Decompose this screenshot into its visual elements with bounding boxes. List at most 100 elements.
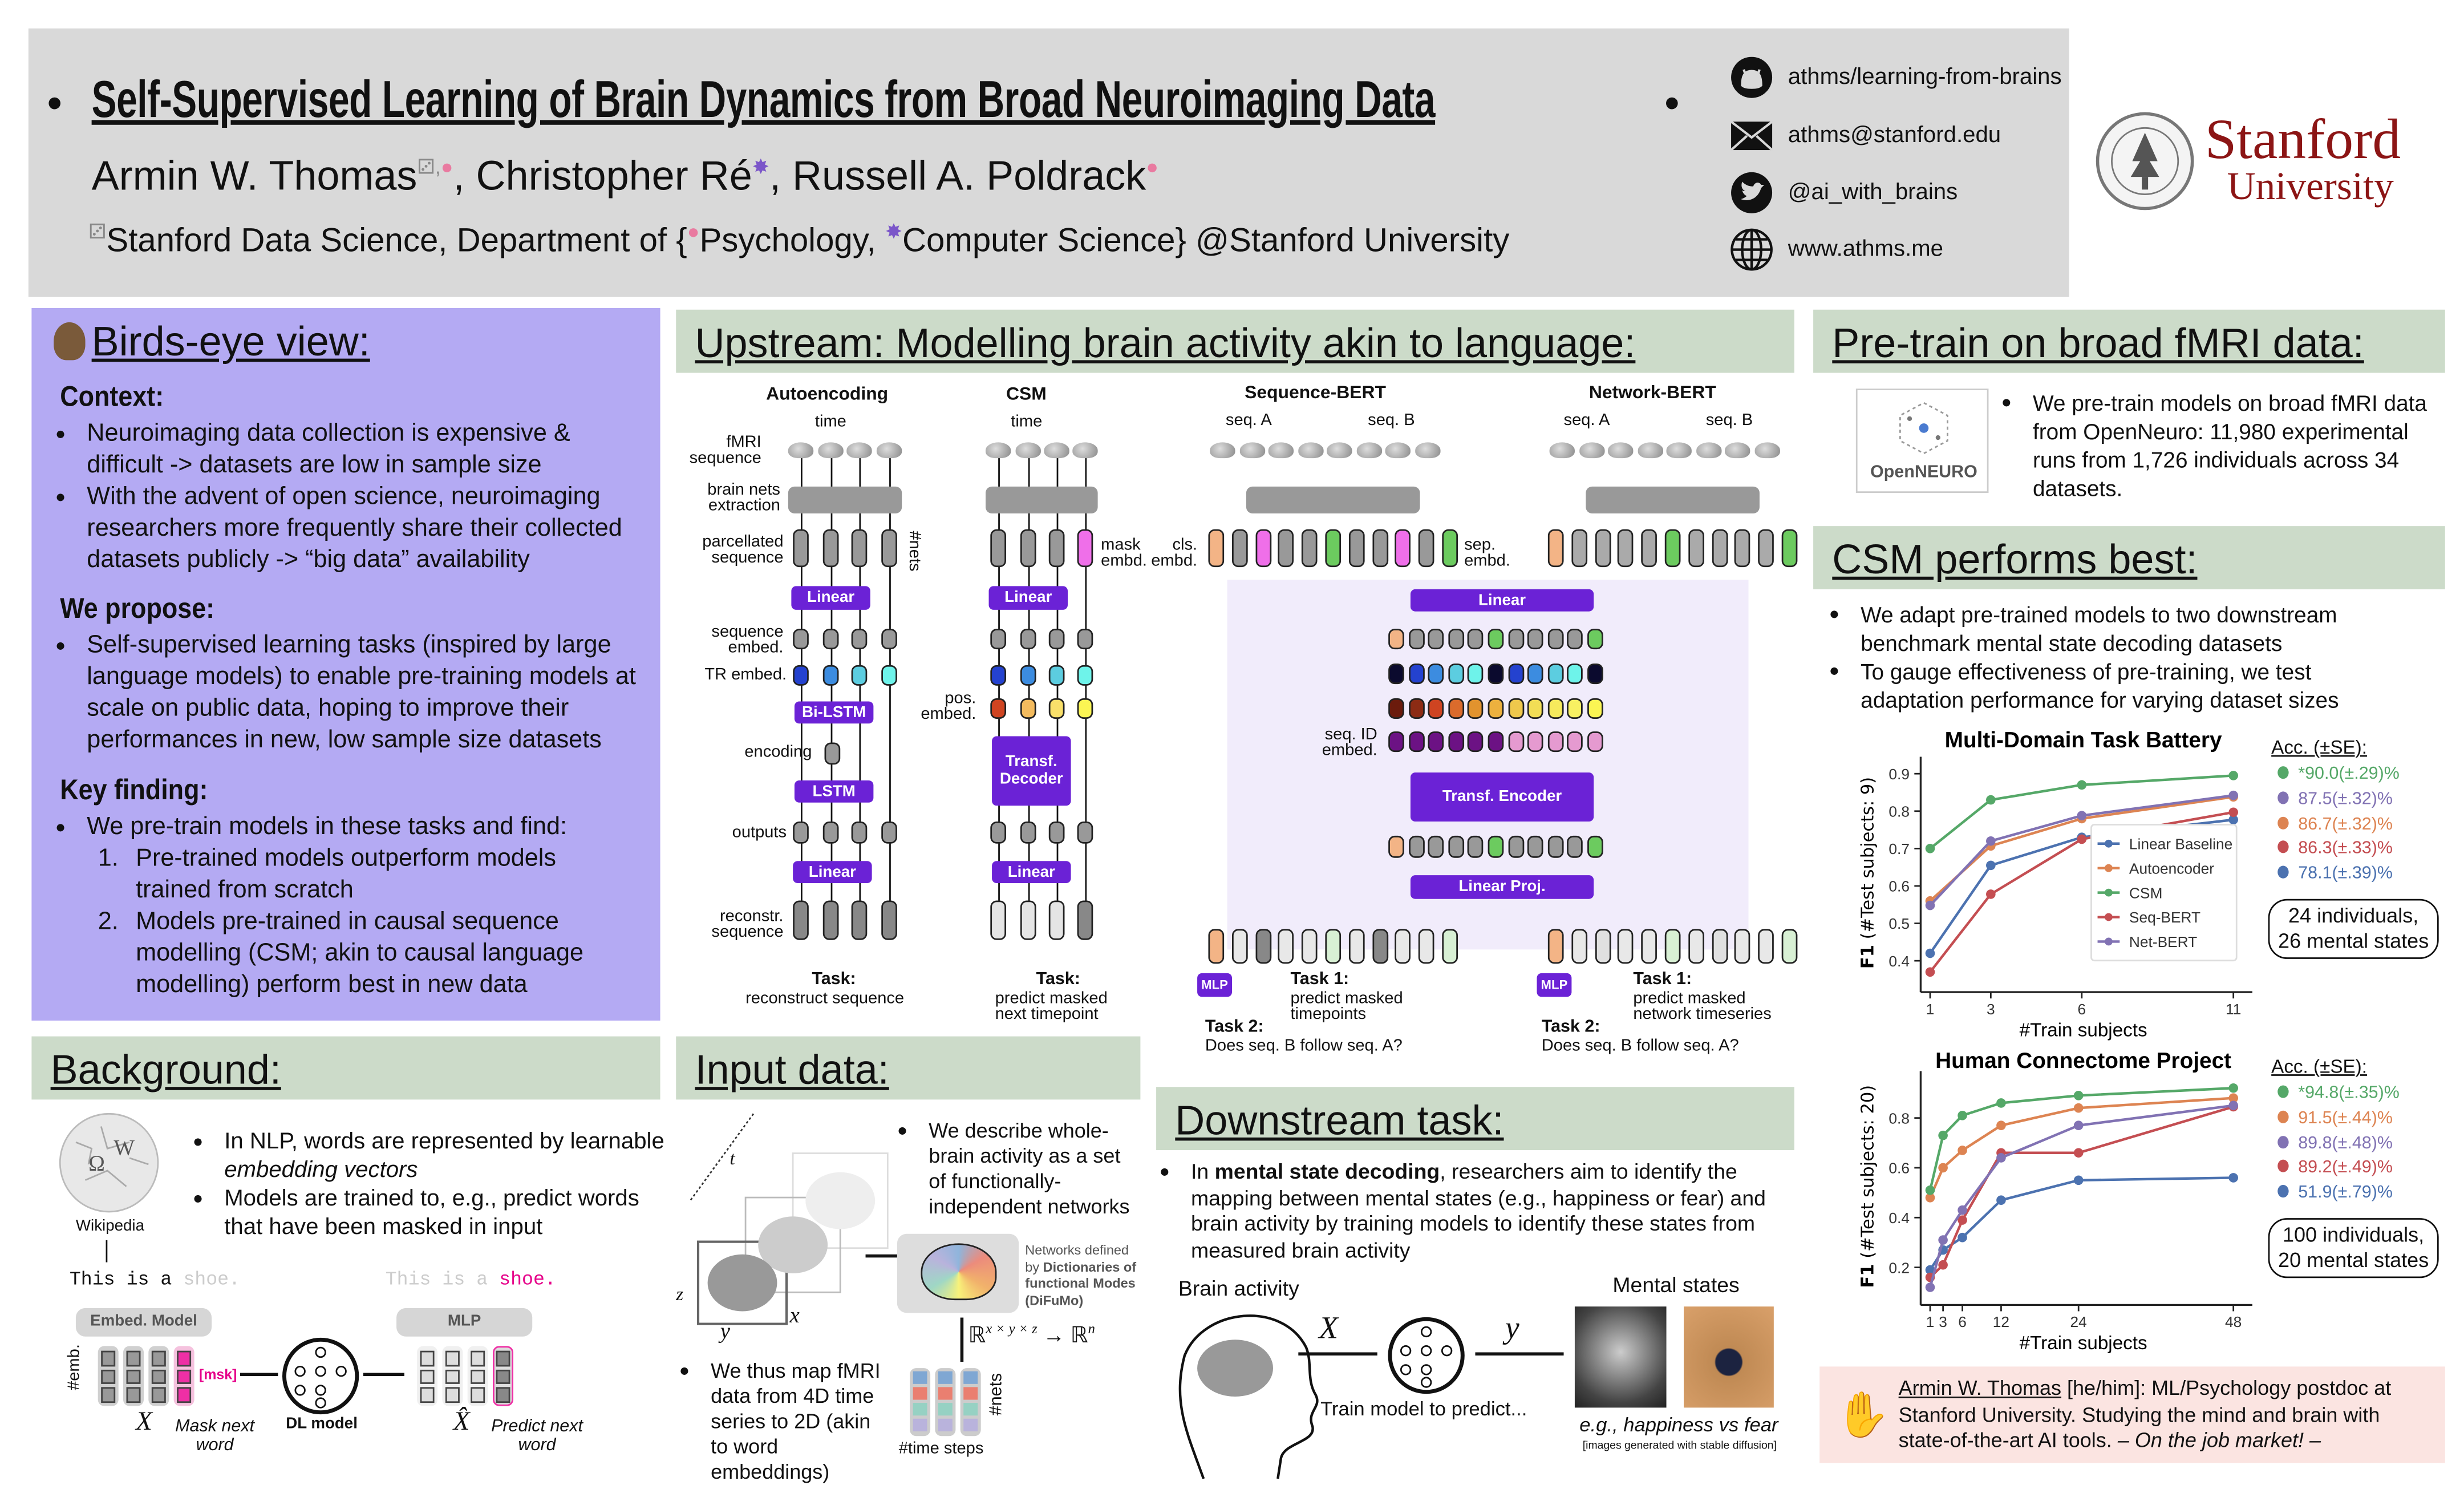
y-tick-label: 0.4 bbox=[1888, 953, 1910, 970]
sequence-embedding-token bbox=[1388, 629, 1404, 650]
embedding-cell bbox=[445, 1387, 460, 1402]
dice-icon: ⚂, bbox=[417, 155, 441, 179]
list-number: 1. bbox=[98, 845, 119, 872]
row-label: cls. embd. bbox=[1151, 535, 1198, 570]
context-bullet: Neuroimaging data collection is expensiv… bbox=[55, 419, 639, 482]
axis-t: t bbox=[730, 1147, 735, 1170]
accuracy-value: *90.0(±.29)% bbox=[2277, 764, 2400, 784]
finding-item: Models pre-trained in causal sequence mo… bbox=[136, 908, 584, 999]
embedding-cell bbox=[101, 1350, 116, 1366]
tr-embedding-token bbox=[1567, 663, 1583, 685]
accuracy-value: 89.8(±.48)% bbox=[2277, 1134, 2393, 1152]
output-token bbox=[1302, 929, 1318, 964]
accuracy-value: 86.3(±.33)% bbox=[2277, 840, 2393, 859]
x-tick-label: 6 bbox=[2078, 1001, 2086, 1018]
embedding-cell bbox=[151, 1350, 166, 1366]
contact-email[interactable]: athms@stanford.edu bbox=[1728, 112, 2001, 160]
time-label: time bbox=[814, 412, 846, 431]
data-point bbox=[1925, 967, 1935, 977]
contact-text[interactable]: www.athms.me bbox=[1788, 237, 1944, 262]
sequence-embedding-token bbox=[822, 629, 839, 650]
input-token bbox=[1594, 529, 1611, 568]
output-token bbox=[1077, 821, 1093, 844]
x-tick-label: 11 bbox=[2226, 1001, 2241, 1018]
row-label: sep. embd. bbox=[1464, 535, 1510, 570]
legend-label: Net-BERT bbox=[2129, 933, 2197, 950]
accuracy-value: 89.2(±.49)% bbox=[2277, 1159, 2393, 1178]
brain-nets-extraction-box bbox=[1585, 486, 1760, 513]
y-tick-label: 0.2 bbox=[1888, 1259, 1910, 1276]
connector-line bbox=[800, 458, 803, 917]
background-bullet: Models are trained to, e.g., predict wor… bbox=[193, 1185, 666, 1242]
bullet-text: In bbox=[1190, 1159, 1215, 1184]
sequence-embedding-token bbox=[793, 629, 809, 650]
sequence-embedding-token bbox=[1048, 629, 1065, 650]
accuracy-value: *94.8(±.35)% bbox=[2277, 1084, 2400, 1103]
accuracy-text: 86.3(±.33)% bbox=[2298, 839, 2393, 859]
arrow-right bbox=[865, 1254, 897, 1258]
y-axis-label-bold: F1 bbox=[1858, 945, 1878, 969]
twitter-icon bbox=[1728, 169, 1776, 216]
brain-scan-icon bbox=[1724, 442, 1750, 459]
sequence-embedding-token bbox=[1587, 629, 1603, 650]
embedding-cell bbox=[420, 1350, 435, 1366]
brain-scan-icon bbox=[1578, 442, 1604, 459]
position-embedding-token bbox=[1020, 698, 1036, 719]
contact-github[interactable]: athms/learning-from-brains bbox=[1728, 54, 2062, 101]
data-point bbox=[1996, 1195, 2006, 1205]
data-point bbox=[1925, 948, 1935, 958]
csm-best-header: CSM performs best: bbox=[1813, 526, 2445, 589]
tr-embedding-token bbox=[1077, 665, 1093, 686]
x-hat-symbol: X̂ bbox=[453, 1406, 470, 1437]
bullet-emphasis: embedding vectors bbox=[224, 1158, 418, 1184]
data-point bbox=[1986, 889, 1996, 899]
tr-embedding-token bbox=[1448, 663, 1464, 685]
data-point bbox=[2077, 811, 2087, 820]
accuracy-dot-icon bbox=[2277, 1135, 2289, 1148]
position-embedding-token bbox=[1507, 698, 1524, 719]
author: Christopher Ré bbox=[476, 151, 752, 199]
title-bullet: • bbox=[47, 79, 62, 127]
output-token bbox=[1348, 929, 1365, 964]
csm-bullet: To gauge effectiveness of pre-training, … bbox=[1829, 657, 2413, 714]
author: Russell A. Poldrack bbox=[792, 151, 1146, 199]
stanford-wordmark-sub: University bbox=[2227, 165, 2394, 209]
contact-twitter[interactable]: @ai_with_brains bbox=[1728, 169, 1958, 216]
brain-scan-icon bbox=[1666, 442, 1692, 459]
x-axis-label: #Train subjects bbox=[2020, 1333, 2147, 1354]
section-title-text: Birds-eye view: bbox=[91, 317, 370, 365]
sequence-id-token bbox=[1428, 731, 1444, 752]
contact-text[interactable]: athms@stanford.edu bbox=[1788, 123, 2001, 149]
x-axis-label: #Train subjects bbox=[2020, 1020, 2147, 1041]
tr-embedding-token bbox=[851, 665, 868, 686]
embedding-cell bbox=[177, 1369, 192, 1384]
embed-model-box: Embed. Model bbox=[75, 1308, 212, 1337]
linear-proj-layer: Linear Proj. bbox=[1410, 875, 1594, 899]
axis-label: #emb. bbox=[64, 1344, 84, 1390]
y-axis-label-rest: (#Test subjects: 9) bbox=[1858, 777, 1878, 945]
input-sentence: This is a shoe. bbox=[70, 1269, 240, 1291]
contact-text[interactable]: @ai_with_brains bbox=[1788, 180, 1958, 205]
word: is bbox=[442, 1268, 465, 1291]
job-market-note: – On the job market! – bbox=[2117, 1428, 2321, 1452]
caption-text: Networks defined by bbox=[1025, 1241, 1129, 1274]
contact-website[interactable]: www.athms.me bbox=[1728, 226, 1943, 273]
data-point bbox=[1996, 1120, 2006, 1131]
encoder-output-token bbox=[1567, 835, 1583, 858]
author-link[interactable]: Armin W. Thomas bbox=[1898, 1375, 2062, 1400]
input-token bbox=[1618, 529, 1634, 568]
input-token bbox=[1208, 529, 1225, 568]
svg-text:W: W bbox=[114, 1135, 135, 1160]
reconstructed-token bbox=[851, 900, 868, 940]
encoder-output-token bbox=[1428, 835, 1444, 858]
image-credit: [images generated with stable diffusion] bbox=[1582, 1441, 1777, 1452]
network-cell bbox=[913, 1418, 927, 1431]
accuracy-dot-icon bbox=[2277, 766, 2289, 779]
waving-hand-icon: ✋ bbox=[1835, 1390, 1891, 1439]
affiliation: ⚂Stanford Data Science, Department of {●… bbox=[88, 220, 1509, 261]
author: Armin W. Thomas bbox=[91, 151, 418, 199]
contact-text[interactable]: athms/learning-from-brains bbox=[1788, 64, 2062, 90]
sequence-embedding-token bbox=[1408, 629, 1424, 650]
accuracy-dot-icon bbox=[2277, 841, 2289, 854]
tr-embedding-token bbox=[822, 665, 839, 686]
